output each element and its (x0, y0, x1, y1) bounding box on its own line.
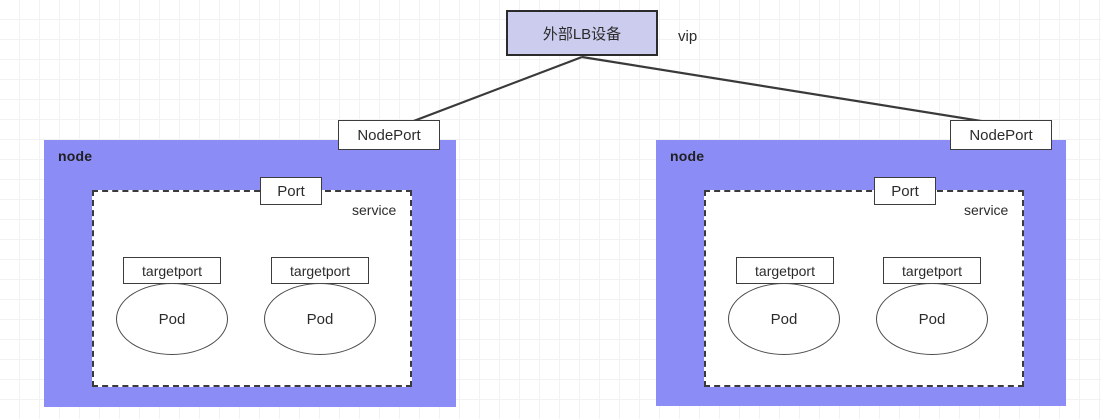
port-box[interactable]: Port (874, 177, 936, 205)
targetport-box[interactable]: targetport (883, 257, 981, 284)
node-label: node (670, 148, 705, 164)
port-box[interactable]: Port (260, 177, 322, 205)
pod-shape[interactable]: Pod (264, 283, 376, 355)
targetport-box[interactable]: targetport (736, 257, 834, 284)
pod-shape[interactable]: Pod (876, 283, 988, 355)
targetport-box[interactable]: targetport (271, 257, 369, 284)
pod-shape[interactable]: Pod (116, 283, 228, 355)
nodeport-box[interactable]: NodePort (338, 120, 440, 150)
pod-shape[interactable]: Pod (728, 283, 840, 355)
service-label: service (352, 202, 397, 218)
service-label: service (964, 202, 1009, 218)
external-lb-box[interactable]: 外部LB设备 (506, 10, 658, 56)
node-label: node (58, 148, 93, 164)
vip-label: vip (678, 28, 698, 45)
targetport-box[interactable]: targetport (123, 257, 221, 284)
nodeport-box[interactable]: NodePort (950, 120, 1052, 150)
